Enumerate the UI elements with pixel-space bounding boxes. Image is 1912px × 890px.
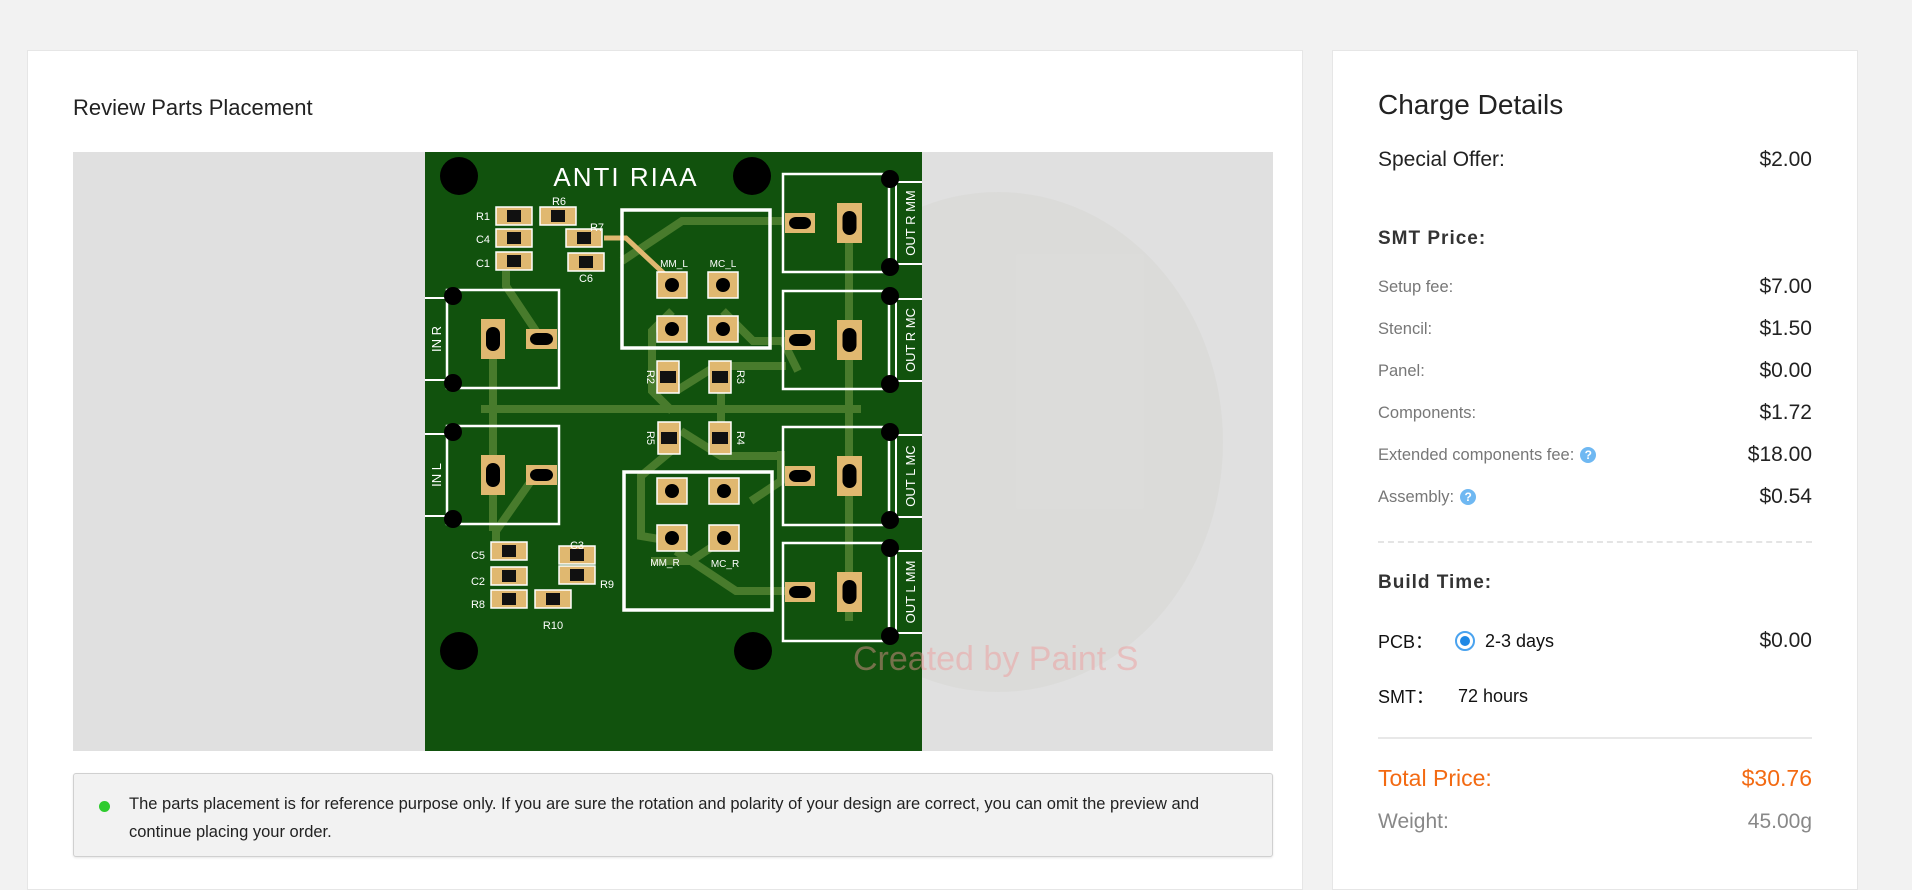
smt-price-row: Assembly:? $0.54 [1378,485,1812,509]
status-dot-icon [99,801,110,812]
smt-time-value: 72 hours [1458,685,1529,706]
part-label: R9 [600,579,614,591]
ic-label: MM_R [650,558,679,569]
section-title: Review Parts Placement [73,95,313,120]
pcb-board-image: ANTI RIAA OUT R MM OUT R MC OUT L MC OUT L … [425,152,922,751]
smt-label: SMT： [1378,687,1434,707]
pcb-label: PCB： [1378,632,1434,652]
total-price-label: Total Price: [1378,765,1492,791]
part-label: R2 [644,370,656,384]
total-price-value: $30.76 [1741,765,1812,791]
help-icon[interactable]: ? [1580,447,1597,463]
smt-price-row: Setup fee: $7.00 [1378,275,1812,299]
smt-price-row: Stencil: $1.50 [1378,317,1812,341]
part-label: R4 [734,431,746,445]
part-label: C2 [471,576,485,588]
connector-label: OUT L MC [903,445,918,506]
connector-label: OUT R MM [903,190,918,255]
smt-row-value: $0.54 [1759,485,1812,508]
pcb-time-radio[interactable] [1455,631,1476,651]
smt-row-value: $1.72 [1759,401,1812,424]
connector-label: OUT L MM [903,561,918,624]
part-label: C4 [476,234,490,246]
smt-row-value: $18.00 [1747,443,1812,466]
smt-price-row: Extended components fee:? $18.00 [1378,443,1812,467]
smt-row-label: Panel: [1378,361,1425,380]
connector-outline [781,172,891,274]
parts-placement-card: Review Parts Placement ANTI RIAA OUT R M… [27,50,1303,890]
build-time-heading: Build Time: [1378,572,1493,593]
smt-price-row: Panel: $0.00 [1378,359,1812,383]
part-label: R3 [734,370,746,384]
divider [1378,737,1812,739]
weight-label: Weight: [1378,810,1449,833]
smt-row-value: $1.50 [1759,317,1812,340]
smt-row-label: Extended components fee: [1378,445,1575,464]
smt-row-label: Components: [1378,403,1477,422]
connector-label: IN R [429,326,444,352]
charge-details-card: Charge Details Special Offer: $2.00 SMT P… [1332,50,1858,890]
part-label: R10 [543,620,563,632]
smt-row-label: Stencil: [1378,319,1433,338]
part-label: C3 [570,540,584,552]
part-label: C1 [476,258,490,270]
ic-label: MC_R [711,559,739,570]
watermark-text: Created by Paint S [853,640,1139,678]
part-label: C5 [471,550,485,562]
special-offer-value: $2.00 [1759,148,1812,171]
smt-row-value: $7.00 [1759,275,1812,298]
part-label: R8 [471,599,485,611]
part-label: R1 [476,211,490,223]
board-title: ANTI RIAA [553,162,698,192]
part-label: R6 [552,196,566,208]
ic-label: MC_L [710,259,737,270]
part-label: R7 [590,222,604,234]
smt-row-label: Setup fee: [1378,277,1454,296]
connector-label: IN L [429,463,444,487]
part-label: R5 [644,431,656,445]
connector-outline [781,541,891,643]
weight-value: 45.00g [1747,810,1812,833]
connector-outline [781,425,891,527]
pcb-time-option[interactable]: 2-3 days [1485,630,1555,651]
divider [1378,541,1812,543]
special-offer-label: Special Offer: [1378,148,1505,171]
notice-text: The parts placement is for reference pur… [129,795,1200,841]
pcb-preview: ANTI RIAA OUT R MM OUT R MC OUT L MC OUT L … [73,152,1273,751]
connector-label: OUT R MC [903,308,918,372]
smt-row-value: $0.00 [1759,359,1812,382]
pcb-time-value: $0.00 [1759,629,1812,652]
help-icon[interactable]: ? [1460,489,1477,505]
part-label: C6 [579,273,593,285]
smt-price-row: Components: $1.72 [1378,401,1812,425]
connector-outline [781,289,891,391]
charge-title: Charge Details [1378,89,1564,120]
smt-row-label: Assembly: [1378,487,1455,506]
ic-label: MM_L [660,259,688,270]
notice-box: The parts placement is for reference pur… [73,773,1273,857]
smt-price-heading: SMT Price: [1378,228,1487,249]
